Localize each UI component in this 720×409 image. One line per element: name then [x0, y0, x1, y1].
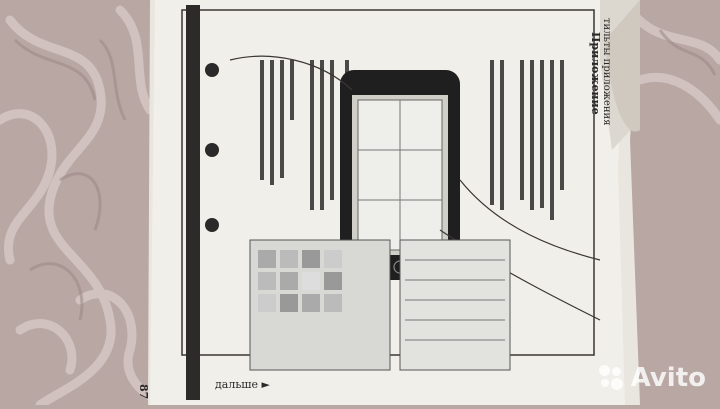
- wallpaper-pattern: [0, 5, 720, 409]
- page-number: 87: [137, 384, 150, 400]
- object-library-grid: [258, 250, 342, 312]
- avito-logo-icon: [598, 365, 625, 391]
- step-bullet-3: [205, 218, 219, 232]
- left-border-bar: [186, 5, 200, 400]
- next-label: дальше ►: [215, 378, 270, 391]
- page-heading: Приложение: [589, 32, 602, 115]
- avito-watermark: Avito: [598, 363, 706, 393]
- page-curl-shadow: [605, 0, 640, 132]
- running-header: тильты приложения: [601, 18, 612, 126]
- wallpaper-pattern-dark: [13, 29, 717, 321]
- step-bullet-1: [205, 63, 219, 77]
- text-lines: [260, 60, 564, 220]
- avito-watermark-text: Avito: [630, 363, 706, 393]
- inspector-rows: [405, 259, 505, 341]
- inspector-panel: [399, 239, 511, 371]
- step-bullet-2: [205, 143, 219, 157]
